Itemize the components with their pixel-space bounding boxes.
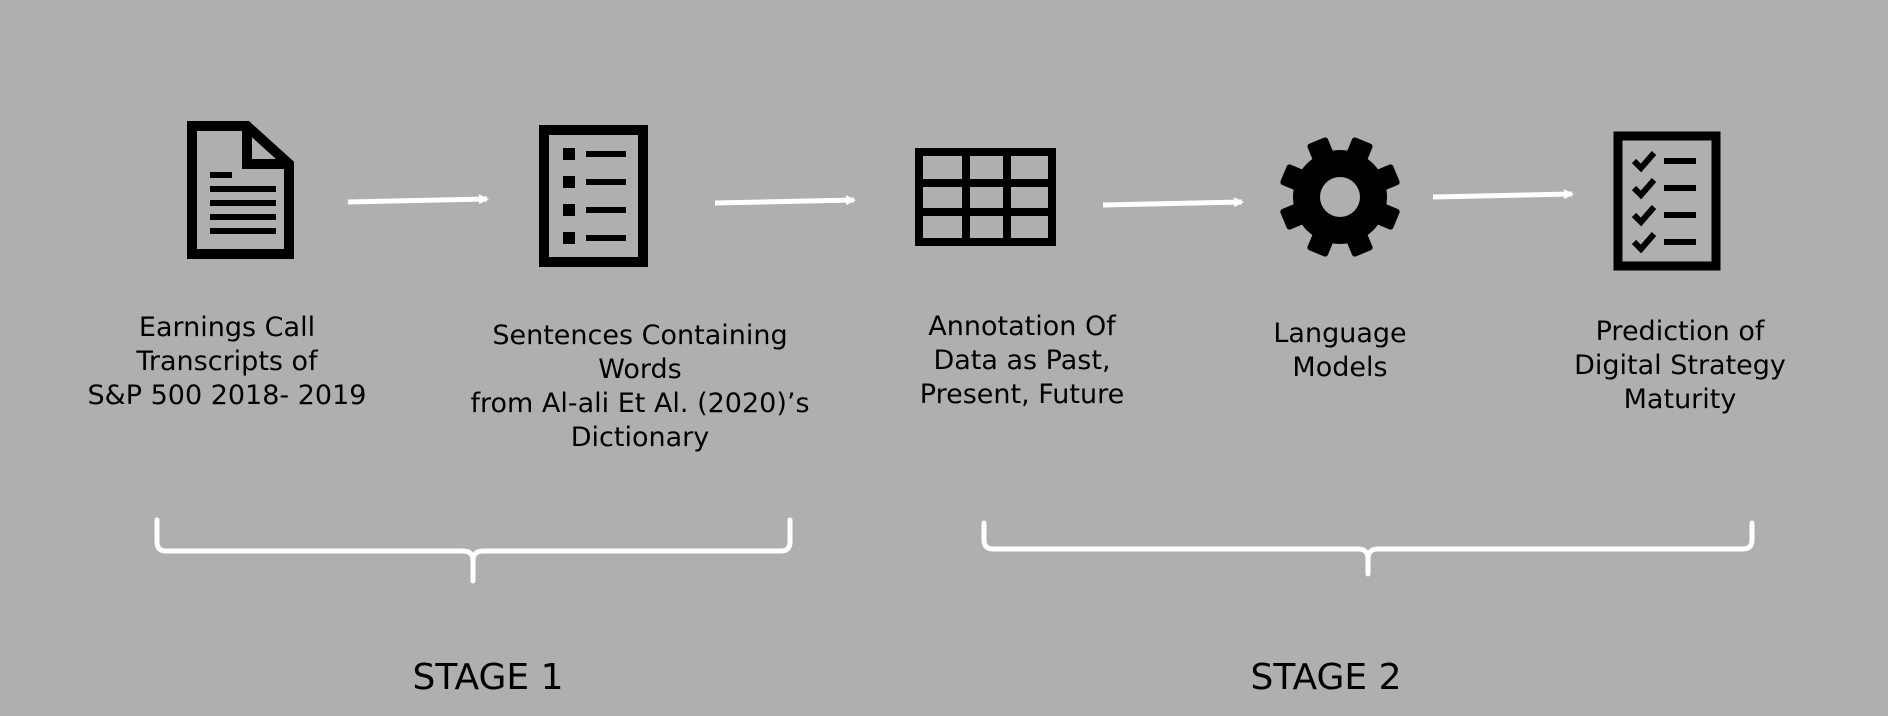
stage-2-label: STAGE 2 [1250, 657, 1402, 698]
step-3-caption: Annotation Of Data as Past, Present, Fut… [919, 311, 1125, 410]
arrow-3 [1102, 197, 1244, 208]
step-1-caption: Earnings Call Transcripts of S&P 500 201… [87, 312, 367, 411]
arrow-2 [714, 195, 856, 206]
checklist-icon [1613, 131, 1721, 271]
step-5-caption: Prediction of Digital Strategy Maturity [1574, 316, 1786, 415]
arrow-4 [1432, 189, 1574, 200]
stage-2-brace [981, 520, 1755, 577]
stage-1-brace [154, 517, 793, 584]
document-icon [187, 121, 294, 259]
table-icon [915, 148, 1056, 246]
list-icon [539, 125, 648, 267]
step-4-caption: Language Models [1273, 318, 1407, 383]
step-2-caption: Sentences Containing Words from Al-ali E… [470, 320, 810, 453]
stage-1-label: STAGE 1 [412, 657, 564, 698]
arrow-1 [347, 194, 489, 205]
gear-icon [1280, 137, 1400, 257]
